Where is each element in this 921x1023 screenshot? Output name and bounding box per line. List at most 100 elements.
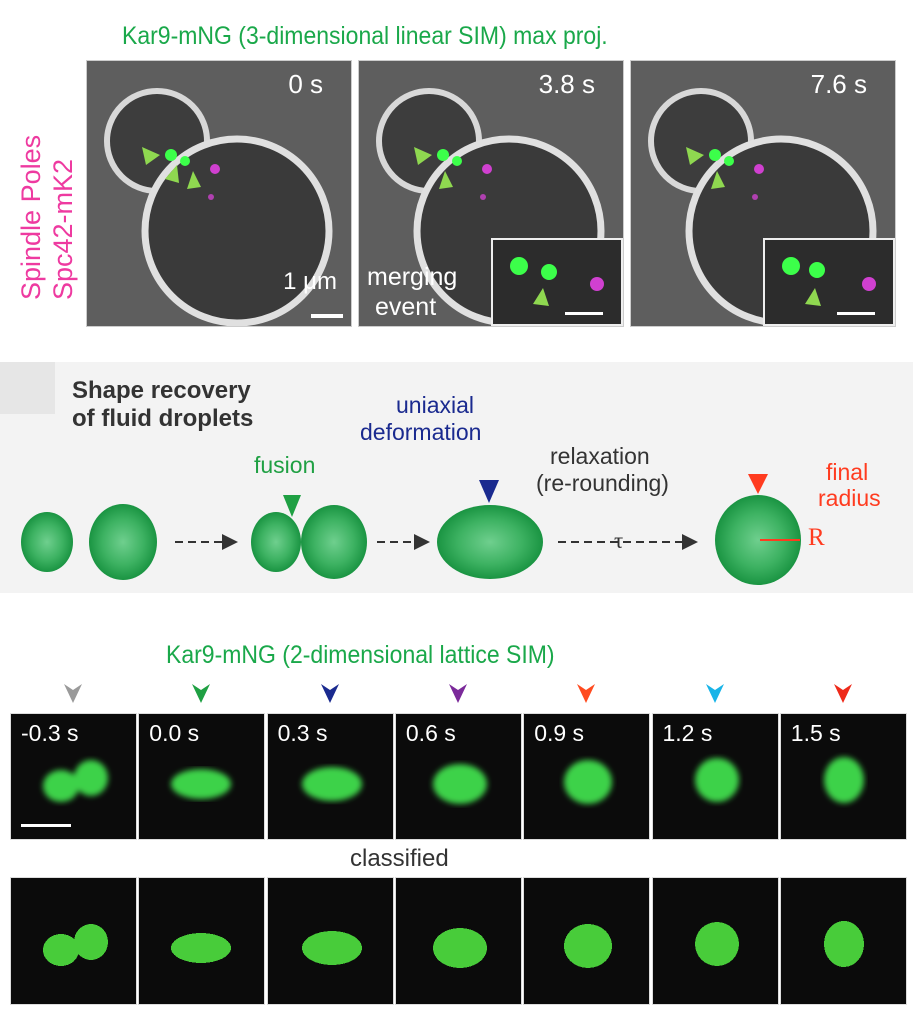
- spindle-pole: [480, 194, 486, 200]
- frame-time: -0.3 s: [21, 720, 79, 746]
- time-marker-arrowhead: [833, 684, 852, 703]
- relaxation-label-2: (re-rounding): [536, 470, 669, 496]
- scale-bar-label: 1 μm: [283, 268, 337, 295]
- frame-time: 0.9 s: [534, 720, 585, 746]
- side-label-spindle-poles: Spindle Poles: [16, 134, 46, 300]
- droplet-image: [43, 760, 108, 802]
- final-label-2: radius: [818, 485, 881, 511]
- final-droplet: [715, 495, 801, 585]
- panel-time: 0 s: [288, 69, 323, 99]
- classified-frame: [266, 877, 394, 1005]
- droplet-image: [432, 764, 487, 804]
- time-marker-arrowhead: [448, 684, 467, 703]
- kar9-focus: [437, 149, 449, 161]
- schematic-drawing: [21, 474, 801, 585]
- classified-shape: [301, 931, 362, 965]
- kar9-focus: [180, 156, 190, 166]
- bottom-figure-title: Kar9-mNG (2-dimensional lattice SIM): [166, 641, 555, 669]
- classified-shape: [432, 928, 487, 968]
- spindle-pole: [208, 194, 214, 200]
- classified-frame: [394, 877, 522, 1005]
- droplet-image: [301, 767, 362, 801]
- lattice-sim-frame: 0.6 s: [394, 713, 522, 840]
- kar9-focus: [724, 156, 734, 166]
- classified-label: classified: [350, 845, 449, 872]
- frame-time: 1.2 s: [662, 720, 713, 746]
- classified-frame: [523, 877, 651, 1005]
- arrowhead-marker: [711, 171, 725, 189]
- classified-frame: [138, 877, 266, 1005]
- deformation-label-1: uniaxial: [396, 392, 474, 418]
- fusion-marker: [283, 495, 301, 517]
- lattice-sim-frame: 0.3 s: [266, 713, 394, 840]
- tau-label: τ: [614, 528, 624, 553]
- final-label-1: final: [826, 459, 869, 485]
- yeast-cell-image: [104, 88, 333, 326]
- spindle-pole: [482, 164, 492, 174]
- kar9-focus: [165, 149, 177, 161]
- kar9-focus: [452, 156, 462, 166]
- lattice-sim-frame: 0.9 s: [523, 713, 651, 840]
- droplet-image: [694, 758, 739, 802]
- schematic-title-line1: Shape recovery: [72, 377, 251, 404]
- deformed-droplet: [437, 505, 543, 579]
- cell-image-panel: 3.8 s merging event: [358, 60, 624, 327]
- droplet-large: [89, 504, 157, 580]
- time-marker-arrowhead: [705, 684, 724, 703]
- cell-image-panel: 7.6 s: [630, 60, 896, 327]
- zoom-inset: [763, 238, 895, 326]
- merging-label-1: merging: [367, 263, 458, 291]
- time-marker-arrowhead: [320, 684, 339, 703]
- frame-time: 1.5 s: [790, 720, 841, 746]
- time-marker-arrowhead: [64, 684, 82, 703]
- cell-image-panel: 0 s 1 μm: [86, 60, 352, 327]
- spindle-pole: [210, 164, 220, 174]
- lattice-sim-frame: 1.2 s: [651, 713, 779, 840]
- droplet-image: [823, 757, 864, 803]
- droplet-image: [171, 769, 232, 799]
- arrowhead-marker: [187, 171, 201, 189]
- spindle-pole: [754, 164, 764, 174]
- arrowhead-marker: [142, 147, 160, 165]
- fusing-droplet-small: [251, 512, 301, 572]
- kar9-focus: [709, 149, 721, 161]
- lattice-sim-frame: -0.3 s: [10, 713, 137, 840]
- classified-shape: [823, 921, 864, 967]
- relaxation-label-1: relaxation: [550, 443, 650, 469]
- frame-time: 0.3 s: [277, 720, 328, 746]
- panel-time: 7.6 s: [810, 69, 867, 99]
- classified-frame: [651, 877, 779, 1005]
- deformation-label-2: deformation: [360, 419, 482, 445]
- classified-frame: [779, 877, 907, 1005]
- merging-label-2: event: [375, 293, 437, 321]
- schematic-corner: [0, 362, 55, 414]
- droplet-small: [21, 512, 73, 572]
- classified-shape: [43, 924, 108, 966]
- scale-bar: [311, 314, 343, 318]
- lattice-sim-frame: 0.0 s: [138, 713, 266, 840]
- arrowhead-marker: [165, 165, 179, 183]
- fusing-droplet-large: [301, 505, 367, 579]
- zoom-inset: [491, 238, 623, 326]
- time-marker-arrowhead: [577, 684, 596, 703]
- classified-shape: [564, 924, 613, 968]
- time-marker-arrowhead: [192, 684, 211, 703]
- arrowhead-marker: [686, 147, 704, 165]
- spindle-pole: [752, 194, 758, 200]
- final-marker: [748, 474, 768, 494]
- top-figure-title: Kar9-mNG (3-dimensional linear SIM) max …: [122, 22, 608, 50]
- frame-time: 0.0 s: [149, 720, 200, 746]
- lattice-sim-frame: 1.5 s: [779, 713, 907, 840]
- classified-frame: [10, 877, 137, 1005]
- side-label-spc42: Spc42-mK2: [48, 158, 78, 300]
- schematic-box: Shape recovery of fluid droplets fusion …: [0, 362, 913, 593]
- panel-time: 3.8 s: [538, 69, 595, 99]
- frame-time: 0.6 s: [405, 720, 456, 746]
- arrowhead-marker: [439, 171, 453, 189]
- droplet-image: [564, 760, 613, 804]
- classified-shape: [694, 922, 739, 966]
- classified-shape: [171, 933, 232, 963]
- scale-bar: [21, 824, 71, 827]
- arrowhead-marker: [414, 147, 432, 165]
- fusion-label: fusion: [254, 452, 316, 478]
